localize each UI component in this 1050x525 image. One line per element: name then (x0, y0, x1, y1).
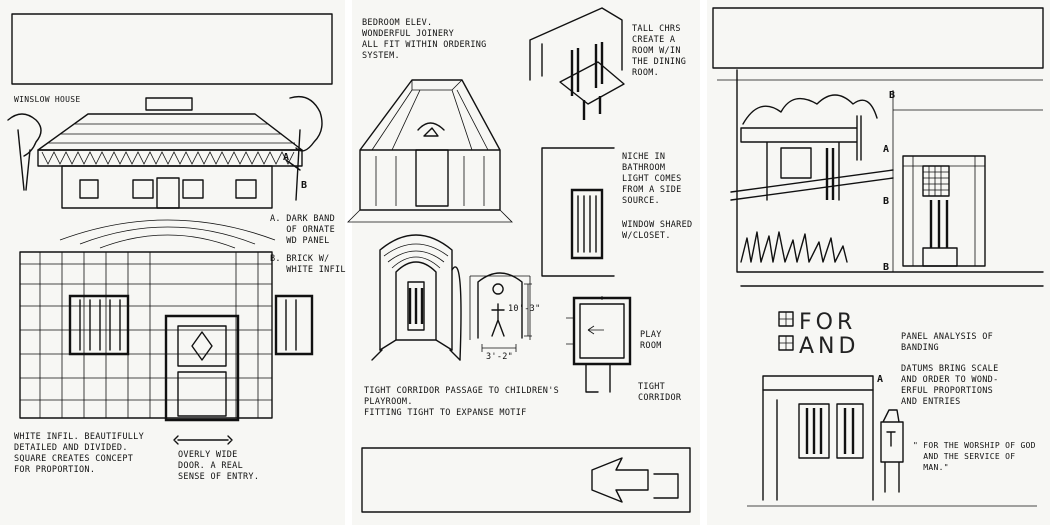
house-wall (62, 166, 272, 208)
bathroom-niche (542, 148, 614, 276)
interiors-drawing (352, 0, 700, 525)
note-tall-chairs: TALL CHRS CREATE A ROOM W/IN THE DINING … (632, 24, 687, 78)
arched-corridor (380, 235, 452, 350)
corridor-section (478, 273, 522, 338)
unity-temple-drawing (707, 0, 1050, 525)
plan-fragment (592, 458, 678, 502)
side-window (276, 296, 312, 354)
bedroom-elevation (360, 80, 500, 210)
sketch-page-interiors: BEDROOM ELEV. WONDERFUL JOINERY ALL FIT … (352, 0, 700, 525)
wide-door (166, 316, 238, 420)
note-brick: B. BRICK W/ WHITE INFIL (270, 254, 346, 275)
title-box (12, 14, 332, 84)
label-b: B (301, 180, 308, 191)
note-panel-analysis: PANEL ANALYSIS OF BANDING (901, 332, 994, 353)
note-white-infil: WHITE INFIL. BEAUTIFULLY DETAILED AND DI… (14, 432, 145, 475)
barred-window (70, 296, 128, 354)
label-a: A (283, 152, 290, 163)
entry-band (763, 376, 873, 390)
note-corridor-passage: TIGHT CORRIDOR PASSAGE TO CHILDREN'S PLA… (364, 386, 560, 418)
note-wide-door: OVERLY WIDE DOOR. A REAL SENSE OF ENTRY. (178, 450, 260, 482)
chimney (146, 98, 192, 110)
brick-wall-detail (20, 252, 272, 418)
column-detail (903, 156, 985, 266)
note-tight-corridor: TIGHT CORRIDOR (638, 382, 682, 403)
label-b-mid: B (883, 196, 890, 207)
dining-table (560, 62, 624, 104)
label-a-top: A (883, 144, 890, 155)
sketch-page-winslow-house: WINSLOW HOUSE A B A. DARK BAND OF ORNATE… (0, 0, 346, 525)
sketch-page-unity-temple: B A B B A FOR AND PANEL ANALYSIS OF BAND… (707, 0, 1050, 525)
play-room-plan (574, 298, 630, 364)
title-winslow-house: WINSLOW HOUSE (14, 95, 81, 104)
entry-window-left (799, 404, 829, 458)
label-b-low: B (883, 262, 890, 273)
hip-roof (38, 114, 302, 150)
note-quote: " FOR THE WORSHIP OF GOD AND THE SERVICE… (913, 441, 1036, 472)
dining-room-perspective (530, 8, 622, 80)
note-niche: NICHE IN BATHROOM LIGHT COMES FROM A SID… (622, 152, 682, 206)
scale-figure (492, 284, 504, 336)
overhang-canopy (741, 116, 861, 200)
note-datums: DATUMS BRING SCALE AND ORDER TO WOND- ER… (901, 364, 999, 407)
grass (741, 232, 847, 262)
dimension-width: 3'-2" (486, 352, 514, 362)
note-dark-band: A. DARK BAND OF ORNATE WD PANEL (270, 214, 336, 246)
winslow-house-drawing (0, 0, 345, 525)
tree-left (8, 114, 41, 190)
planter-foliage (743, 95, 877, 124)
front-door (157, 178, 179, 208)
note-bedroom-elevation: BEDROOM ELEV. WONDERFUL JOINERY ALL FIT … (362, 18, 487, 61)
note-window-shared: WINDOW SHARED W/CLOSET. (622, 220, 693, 241)
entry-window-right (837, 404, 863, 458)
label-b-top: B (889, 90, 896, 101)
building-outline (737, 70, 1043, 272)
title-box (713, 8, 1043, 68)
notes-box (362, 448, 690, 512)
label-a-low: A (877, 374, 884, 385)
tree-right (286, 97, 322, 200)
scale-figure (881, 410, 903, 492)
dimension-height: 10'-3" (508, 304, 541, 314)
sign-text-for: FOR (799, 310, 857, 335)
note-play-room: PLAY ROOM (640, 330, 662, 351)
sign-text-and: AND (799, 334, 860, 359)
